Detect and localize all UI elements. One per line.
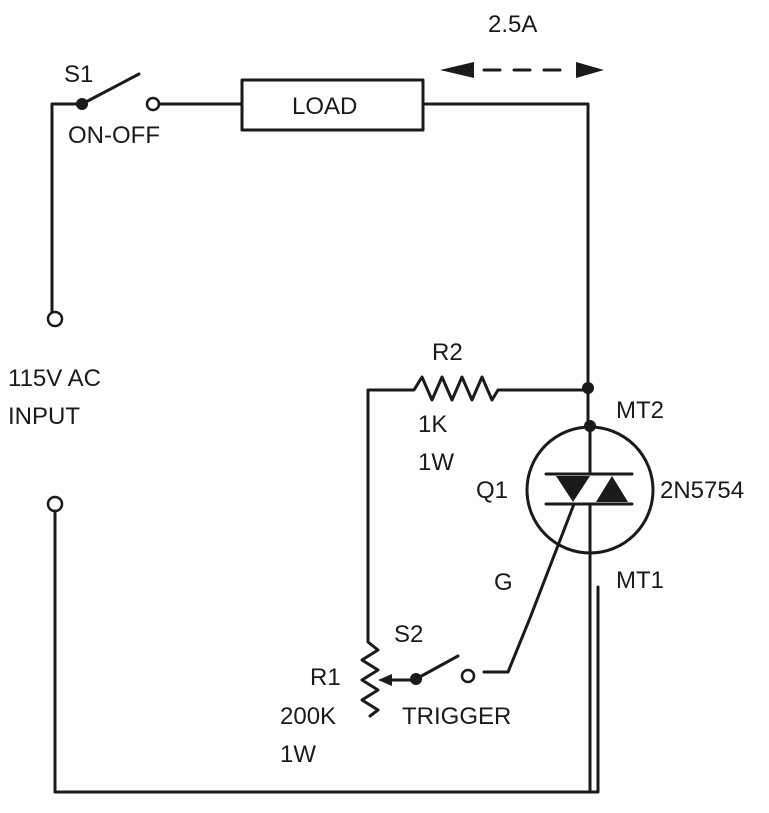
- mt2-label: MT2: [616, 397, 664, 424]
- wire-top: [50, 102, 590, 387]
- current-arrow: [440, 62, 604, 78]
- resistor-r2: [366, 375, 594, 642]
- s2-function-label: TRIGGER: [402, 703, 511, 730]
- input-terminal-bottom: [46, 495, 64, 513]
- r2-ref-label: R2: [432, 339, 463, 366]
- triac-q1: [482, 388, 655, 794]
- potentiometer-r1: [360, 628, 414, 718]
- r1-ref-label: R1: [310, 664, 341, 691]
- s1-function-label: ON-OFF: [68, 122, 160, 149]
- r2-value-label: 1K: [418, 411, 447, 438]
- r1-power-label: 1W: [280, 741, 316, 768]
- wire-bottom: [53, 509, 600, 794]
- input-label-line2: INPUT: [8, 403, 80, 430]
- q1-part-label: 2N5754: [660, 477, 744, 504]
- s2-ref-label: S2: [394, 621, 423, 648]
- load-box: [240, 78, 425, 132]
- gate-label: G: [494, 569, 513, 596]
- switch-s1: [76, 72, 161, 112]
- input-terminal-top: [46, 310, 64, 328]
- switch-s2: [410, 654, 476, 685]
- r2-power-label: 1W: [418, 449, 454, 476]
- mt1-label: MT1: [616, 567, 664, 594]
- current-label: 2.5A: [488, 11, 537, 38]
- r1-value-label: 200K: [280, 703, 336, 730]
- input-label-line1: 115V AC: [8, 365, 101, 392]
- load-label: LOAD: [292, 93, 357, 120]
- q1-ref-label: Q1: [476, 477, 508, 504]
- s1-ref-label: S1: [64, 61, 93, 88]
